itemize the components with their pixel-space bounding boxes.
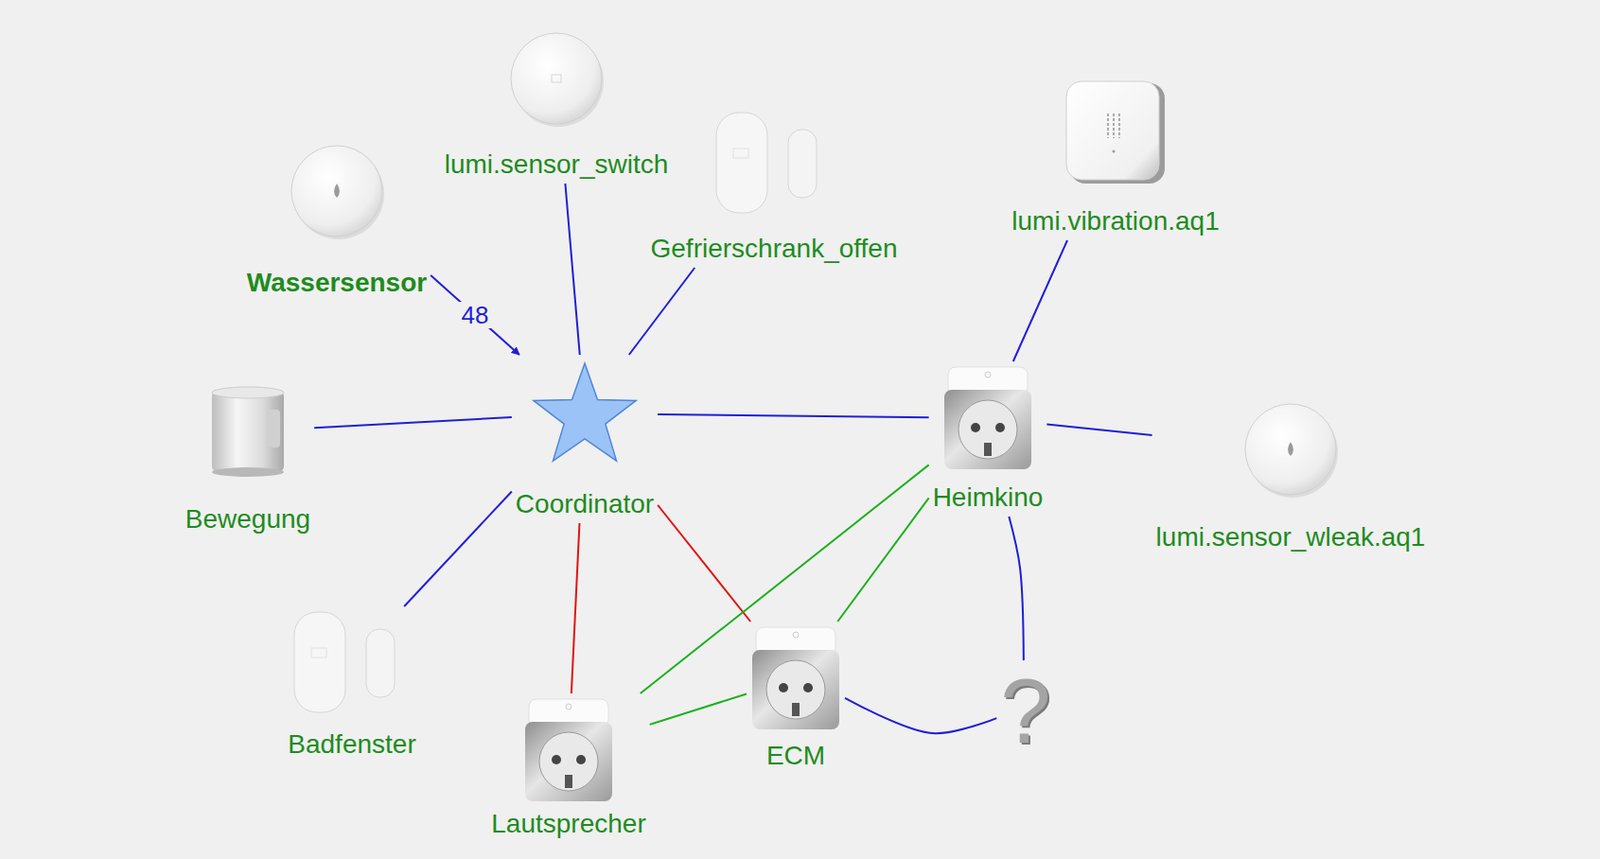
device-node: Bewegung [185, 383, 311, 535]
connector-group [314, 183, 1152, 734]
link-line [404, 491, 512, 607]
device-picture [750, 625, 842, 732]
plug-icon [525, 699, 613, 802]
door-icon [716, 112, 817, 213]
star-icon [533, 363, 636, 461]
device-picture [208, 383, 288, 480]
device-node: Coordinator [515, 358, 654, 520]
device-label: Heimkino [932, 482, 1044, 513]
motion-icon [211, 386, 284, 477]
plug-icon [944, 367, 1032, 470]
link-line [314, 417, 512, 428]
device-label: Lautsprecher [491, 808, 646, 840]
link-line [837, 497, 929, 622]
device-label: Gefrierschrank_offen [650, 233, 898, 264]
device-node: lumi.sensor_wleak.aq1 [1156, 399, 1426, 553]
device-label: lumi.sensor_wleak.aq1 [1156, 522, 1426, 553]
link-line [1046, 423, 1152, 435]
link-line [844, 698, 997, 734]
device-picture [712, 110, 836, 215]
door-icon [294, 612, 395, 713]
device-picture [1064, 79, 1167, 186]
device-label: Badfenster [287, 729, 416, 760]
device-node: lumi.vibration.aq1 [1011, 79, 1219, 237]
device-picture [290, 610, 414, 715]
link-line [430, 275, 520, 355]
device-node: lumi.sensor_switch [444, 28, 669, 180]
plug-icon [752, 627, 840, 730]
device-label: lumi.sensor_switch [444, 149, 669, 180]
device-node: Lautsprecher [491, 697, 646, 840]
link-line [564, 183, 580, 355]
water-icon [291, 145, 385, 240]
link-line [1013, 240, 1068, 362]
device-picture [286, 140, 387, 242]
device-label: ECM [766, 740, 826, 772]
link-line [629, 267, 695, 355]
link-line [657, 414, 929, 418]
device-picture [942, 365, 1034, 472]
device-picture [527, 358, 643, 469]
water-icon [1245, 404, 1338, 498]
link-quality: 48 [458, 301, 493, 329]
vibe-icon [1066, 81, 1165, 184]
device-node: Heimkino [932, 365, 1044, 513]
link-line [650, 693, 747, 724]
device-picture [523, 697, 615, 804]
unknown-device: ? [1000, 664, 1051, 759]
switch-icon [510, 33, 604, 127]
link-line [657, 505, 751, 622]
unknown-mark: ? [1000, 664, 1051, 759]
device-picture [1240, 399, 1341, 500]
device-label: Bewegung [185, 504, 311, 535]
device-picture [506, 28, 607, 129]
device-node: Wassersensor [246, 140, 427, 299]
device-node: Badfenster [287, 610, 416, 760]
link-line [571, 523, 581, 694]
device-label: Wassersensor [246, 267, 427, 299]
link-line [1008, 516, 1023, 661]
device-node: ECM [750, 625, 842, 772]
device-node: Gefrierschrank_offen [650, 110, 898, 264]
device-label: Coordinator [515, 489, 654, 520]
device-label: lumi.vibration.aq1 [1011, 206, 1219, 237]
